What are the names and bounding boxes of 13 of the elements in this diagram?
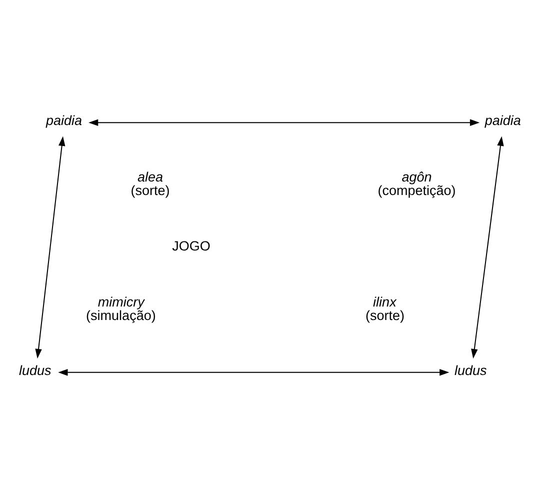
label: ilinx (sorte): [365, 294, 404, 323]
label: mimicry (simulação): [86, 294, 156, 323]
label: agôn (competição): [378, 169, 456, 198]
arrow: [471, 136, 504, 359]
label: JOGO: [172, 238, 210, 254]
arrow: [35, 136, 66, 359]
node-text: ludus: [18, 362, 52, 378]
node-text: paidia: [484, 112, 521, 128]
arrow: [88, 119, 480, 126]
node-text: ludus: [454, 362, 487, 378]
label: alea (sorte): [130, 169, 170, 198]
arrow: [58, 369, 450, 376]
node-text: paidia: [46, 112, 82, 128]
